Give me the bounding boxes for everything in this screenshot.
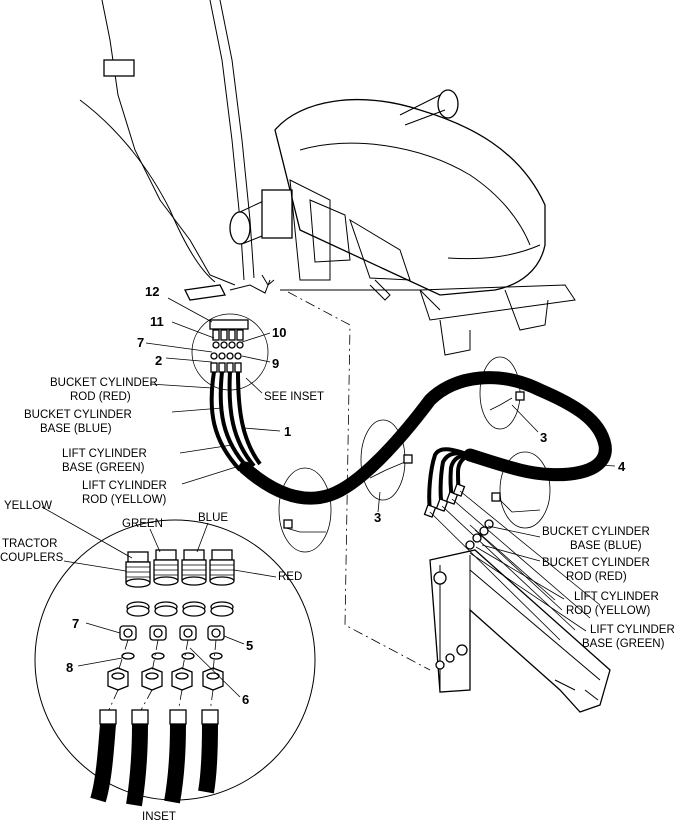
hose-sleeve	[238, 371, 612, 505]
label-r-bucket-rod-1: BUCKET CYLINDER	[542, 557, 650, 569]
label-see-inset: SEE INSET	[264, 391, 324, 403]
tractor-couplers	[125, 549, 235, 588]
coupler-block-group	[191, 313, 269, 391]
callout-inset-6: 6	[242, 692, 249, 707]
label-lift-rod-yellow-1: LIFT CYLINDER	[82, 480, 167, 492]
label-r-lift-rod-2: ROD (YELLOW)	[566, 605, 651, 617]
callout-3-right: 3	[540, 430, 547, 445]
label-r-lift-base-2: BASE (GREEN)	[582, 638, 665, 650]
label-inset: INSET	[142, 811, 176, 823]
hose-bundle	[209, 371, 612, 518]
label-bucket-base-blue-2: BASE (BLUE)	[40, 423, 112, 435]
callout-9: 9	[272, 356, 279, 371]
label-r-bucket-base-2: BASE (BLUE)	[570, 540, 642, 552]
label-lift-base-green-1: LIFT CYLINDER	[62, 448, 147, 460]
inset-hoses	[90, 709, 219, 807]
centerline	[287, 291, 431, 671]
coupler-stack-small	[210, 329, 244, 373]
hose-fittings	[107, 667, 224, 691]
post-end	[229, 211, 251, 245]
label-lift-rod-yellow-2: ROD (YELLOW)	[82, 494, 167, 506]
callouts: 12 11 10 7 9 2 BUCKET CYLINDER ROD (RED)…	[0, 284, 675, 823]
label-bucket-rod-red-2: ROD (RED)	[70, 391, 131, 403]
o-rings	[121, 652, 223, 660]
dust-caps	[126, 601, 234, 617]
handle-end	[437, 89, 459, 119]
label-tractor: TRACTOR	[2, 538, 57, 550]
hose-clamps	[278, 356, 551, 553]
inset-detail	[34, 519, 316, 807]
coupler-bracket	[209, 319, 249, 330]
callout-11: 11	[150, 314, 164, 329]
label-r-bucket-base-1: BUCKET CYLINDER	[542, 526, 650, 538]
label-r-bucket-rod-2: ROD (RED)	[566, 571, 627, 583]
tractor-body	[79, 0, 576, 356]
callout-3-left: 3	[374, 510, 381, 525]
callout-1: 1	[284, 424, 291, 439]
label-r-lift-base-1: LIFT CYLINDER	[590, 624, 675, 636]
label-couplers: COUPLERS	[0, 552, 64, 564]
callout-inset-8: 8	[66, 660, 73, 675]
label-yellow: YELLOW	[4, 500, 52, 512]
label-red: RED	[278, 571, 302, 583]
label-green: GREEN	[122, 518, 163, 530]
callout-7-top: 7	[137, 335, 144, 350]
loader-arm	[429, 490, 611, 713]
callout-inset-7: 7	[72, 616, 79, 631]
label-lift-base-green-2: BASE (GREEN)	[62, 462, 145, 474]
callout-12: 12	[145, 284, 159, 299]
decal-plate	[103, 59, 135, 77]
callout-inset-5: 5	[246, 638, 253, 653]
label-blue: BLUE	[198, 512, 228, 524]
label-bucket-rod-red-1: BUCKET CYLINDER	[50, 377, 158, 389]
callout-10: 10	[272, 325, 286, 340]
label-r-lift-rod-1: LIFT CYLINDER	[574, 591, 659, 603]
adapters	[119, 625, 225, 641]
callout-4: 4	[618, 459, 626, 474]
leader-lines	[41, 297, 616, 698]
callout-2: 2	[155, 353, 162, 368]
label-bucket-base-blue-1: BUCKET CYLINDER	[24, 409, 132, 421]
